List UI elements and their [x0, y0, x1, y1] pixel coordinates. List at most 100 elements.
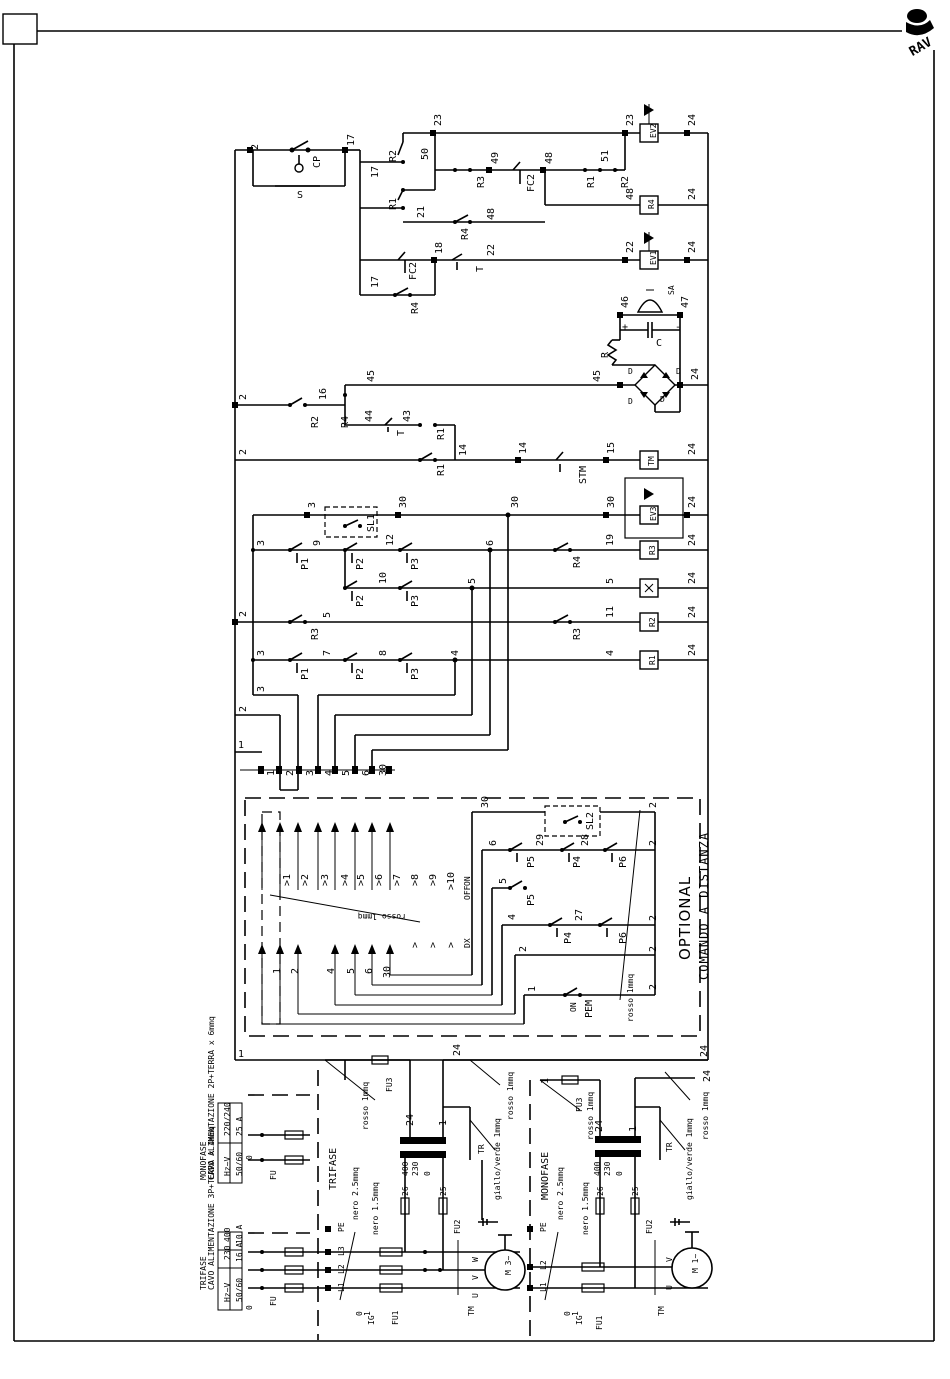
- svg-text:6: 6: [364, 968, 375, 974]
- svg-text:TR: TR: [665, 1142, 674, 1152]
- monofase-caption: MONOFASE: [199, 1141, 208, 1180]
- svg-text:W: W: [471, 1257, 480, 1262]
- brand-logo: RAV: [906, 9, 935, 60]
- mono-supply-switch: FU 0: [245, 1094, 310, 1180]
- svg-text:17: 17: [346, 134, 357, 146]
- svg-text:FU2: FU2: [645, 1219, 654, 1234]
- svg-text:R3: R3: [310, 628, 321, 640]
- monofase-rating-table: Hz~V 50/60 220/240 25 A: [217, 1102, 244, 1184]
- svg-text:24: 24: [594, 1120, 605, 1132]
- svg-text:3: 3: [256, 686, 267, 692]
- svg-text:24: 24: [452, 1044, 463, 1056]
- svg-text:44: 44: [364, 410, 375, 422]
- svg-text:D: D: [660, 395, 665, 404]
- r1-coil-label: R1: [648, 655, 657, 665]
- svg-text:rosso 1mmq: rosso 1mmq: [506, 1072, 515, 1120]
- svg-text:2: 2: [290, 968, 301, 974]
- svg-text:14: 14: [518, 442, 529, 454]
- svg-text:ON: ON: [569, 1002, 578, 1012]
- svg-text:P3: P3: [410, 558, 421, 570]
- svg-text:V: V: [665, 1257, 674, 1262]
- wire-label: 1: [238, 1049, 244, 1060]
- svg-text:0: 0: [245, 1305, 254, 1310]
- svg-text:3: 3: [256, 540, 267, 546]
- svg-text:27: 27: [574, 909, 585, 921]
- svg-text:giallo/verde 1mmq: giallo/verde 1mmq: [493, 1118, 502, 1200]
- svg-text:4: 4: [507, 914, 518, 920]
- svg-text:TR: TR: [477, 1144, 486, 1154]
- svg-text:P3: P3: [410, 595, 421, 607]
- svg-text:T: T: [475, 266, 486, 272]
- timer-circuit: 2 R2 16 45 45 R4 44 T 43 R1 2 R1 14 14: [232, 370, 708, 484]
- drawing-frame: [2, 13, 935, 1342]
- svg-text:23: 23: [625, 114, 636, 126]
- monofase-supply: PE L2 L1 nero 2.5mmq nero 1.5mmq 0 1 IG …: [527, 1167, 713, 1330]
- svg-text:P4: P4: [572, 856, 583, 868]
- ev1-label: EV1: [649, 250, 658, 265]
- trifase-rating-table: Hz~V 50/60 230 16 A 400 10 A: [217, 1225, 244, 1311]
- svg-text:rosso 1mmq: rosso 1mmq: [586, 1092, 595, 1140]
- optional-title: OPTIONAL: [676, 876, 694, 960]
- logo-text: RAV: [907, 35, 935, 60]
- svg-text:48: 48: [625, 188, 636, 200]
- diode-icon: [640, 372, 670, 398]
- svg-text:Hz~V: Hz~V: [223, 1283, 232, 1302]
- svg-text:25: 25: [631, 1186, 640, 1196]
- svg-text:10: 10: [378, 572, 389, 584]
- svg-text:18: 18: [434, 242, 445, 254]
- svg-text:17: 17: [370, 166, 381, 178]
- svg-text:0: 0: [615, 1171, 624, 1176]
- svg-text:24: 24: [702, 1070, 713, 1082]
- svg-text:1: 1: [571, 1311, 580, 1316]
- svg-text:28: 28: [580, 834, 591, 846]
- svg-text:rosso 1mmq: rosso 1mmq: [358, 912, 406, 921]
- output-channels: 1 2 4 5 6 30 > > > DX: [258, 938, 472, 1024]
- svg-text:FU3: FU3: [575, 1097, 584, 1112]
- svg-text:D: D: [676, 367, 681, 376]
- svg-text:nero 2.5mmq: nero 2.5mmq: [556, 1167, 565, 1220]
- svg-text:IG: IG: [367, 1315, 376, 1325]
- svg-text:R1: R1: [388, 198, 399, 210]
- svg-text:P2: P2: [355, 668, 366, 680]
- svg-text:FU2: FU2: [453, 1219, 462, 1234]
- svg-text:49: 49: [490, 152, 501, 164]
- svg-text:1: 1: [628, 1126, 639, 1132]
- svg-text:45: 45: [592, 370, 603, 382]
- r3-coil-label: R3: [648, 545, 657, 555]
- svg-text:FU1: FU1: [391, 1310, 400, 1325]
- svg-text:L1: L1: [539, 1282, 548, 1292]
- svg-text:3: 3: [256, 650, 267, 656]
- svg-text:rosso 1mmq: rosso 1mmq: [626, 974, 635, 1022]
- siren-label: SA: [667, 285, 676, 295]
- svg-text:L2: L2: [337, 1264, 346, 1274]
- svg-text:8: 8: [378, 650, 389, 656]
- svg-text:29: 29: [535, 834, 546, 846]
- svg-text:51: 51: [600, 150, 611, 162]
- svg-text:1: 1: [266, 770, 277, 776]
- svg-text:FC2: FC2: [408, 262, 419, 280]
- svg-text:16 A: 16 A: [235, 1243, 244, 1262]
- s-label: S: [297, 190, 303, 201]
- svg-text:R2: R2: [310, 416, 321, 428]
- svg-text:5: 5: [605, 578, 616, 584]
- svg-text:>5: >5: [356, 874, 367, 886]
- svg-text:23: 23: [433, 114, 444, 126]
- svg-text:1: 1: [438, 1120, 449, 1126]
- trifase-caption-2: CAVO ALIMENTAZIONE 3P+TERRA x 4mmq: [207, 1126, 216, 1290]
- svg-text:R1: R1: [436, 428, 447, 440]
- svg-text:TM: TM: [657, 1306, 666, 1316]
- ev2-label: EV2: [649, 123, 658, 138]
- svg-text:4: 4: [450, 650, 461, 656]
- svg-text:50/60: 50/60: [235, 1278, 244, 1302]
- svg-text:ON: ON: [463, 876, 472, 886]
- svg-text:24: 24: [687, 241, 698, 253]
- svg-text:230: 230: [603, 1161, 612, 1176]
- svg-text:2: 2: [250, 144, 261, 150]
- svg-text:>3: >3: [320, 874, 331, 886]
- terminal-strip: 1 1 2 3 4 5 6 30: [235, 740, 395, 791]
- svg-text:30: 30: [510, 496, 521, 508]
- svg-text:>: >: [428, 942, 439, 948]
- svg-text:R: R: [600, 351, 611, 358]
- siren-rectifier: 46 47 SA + - C R D D D D 24: [600, 285, 708, 413]
